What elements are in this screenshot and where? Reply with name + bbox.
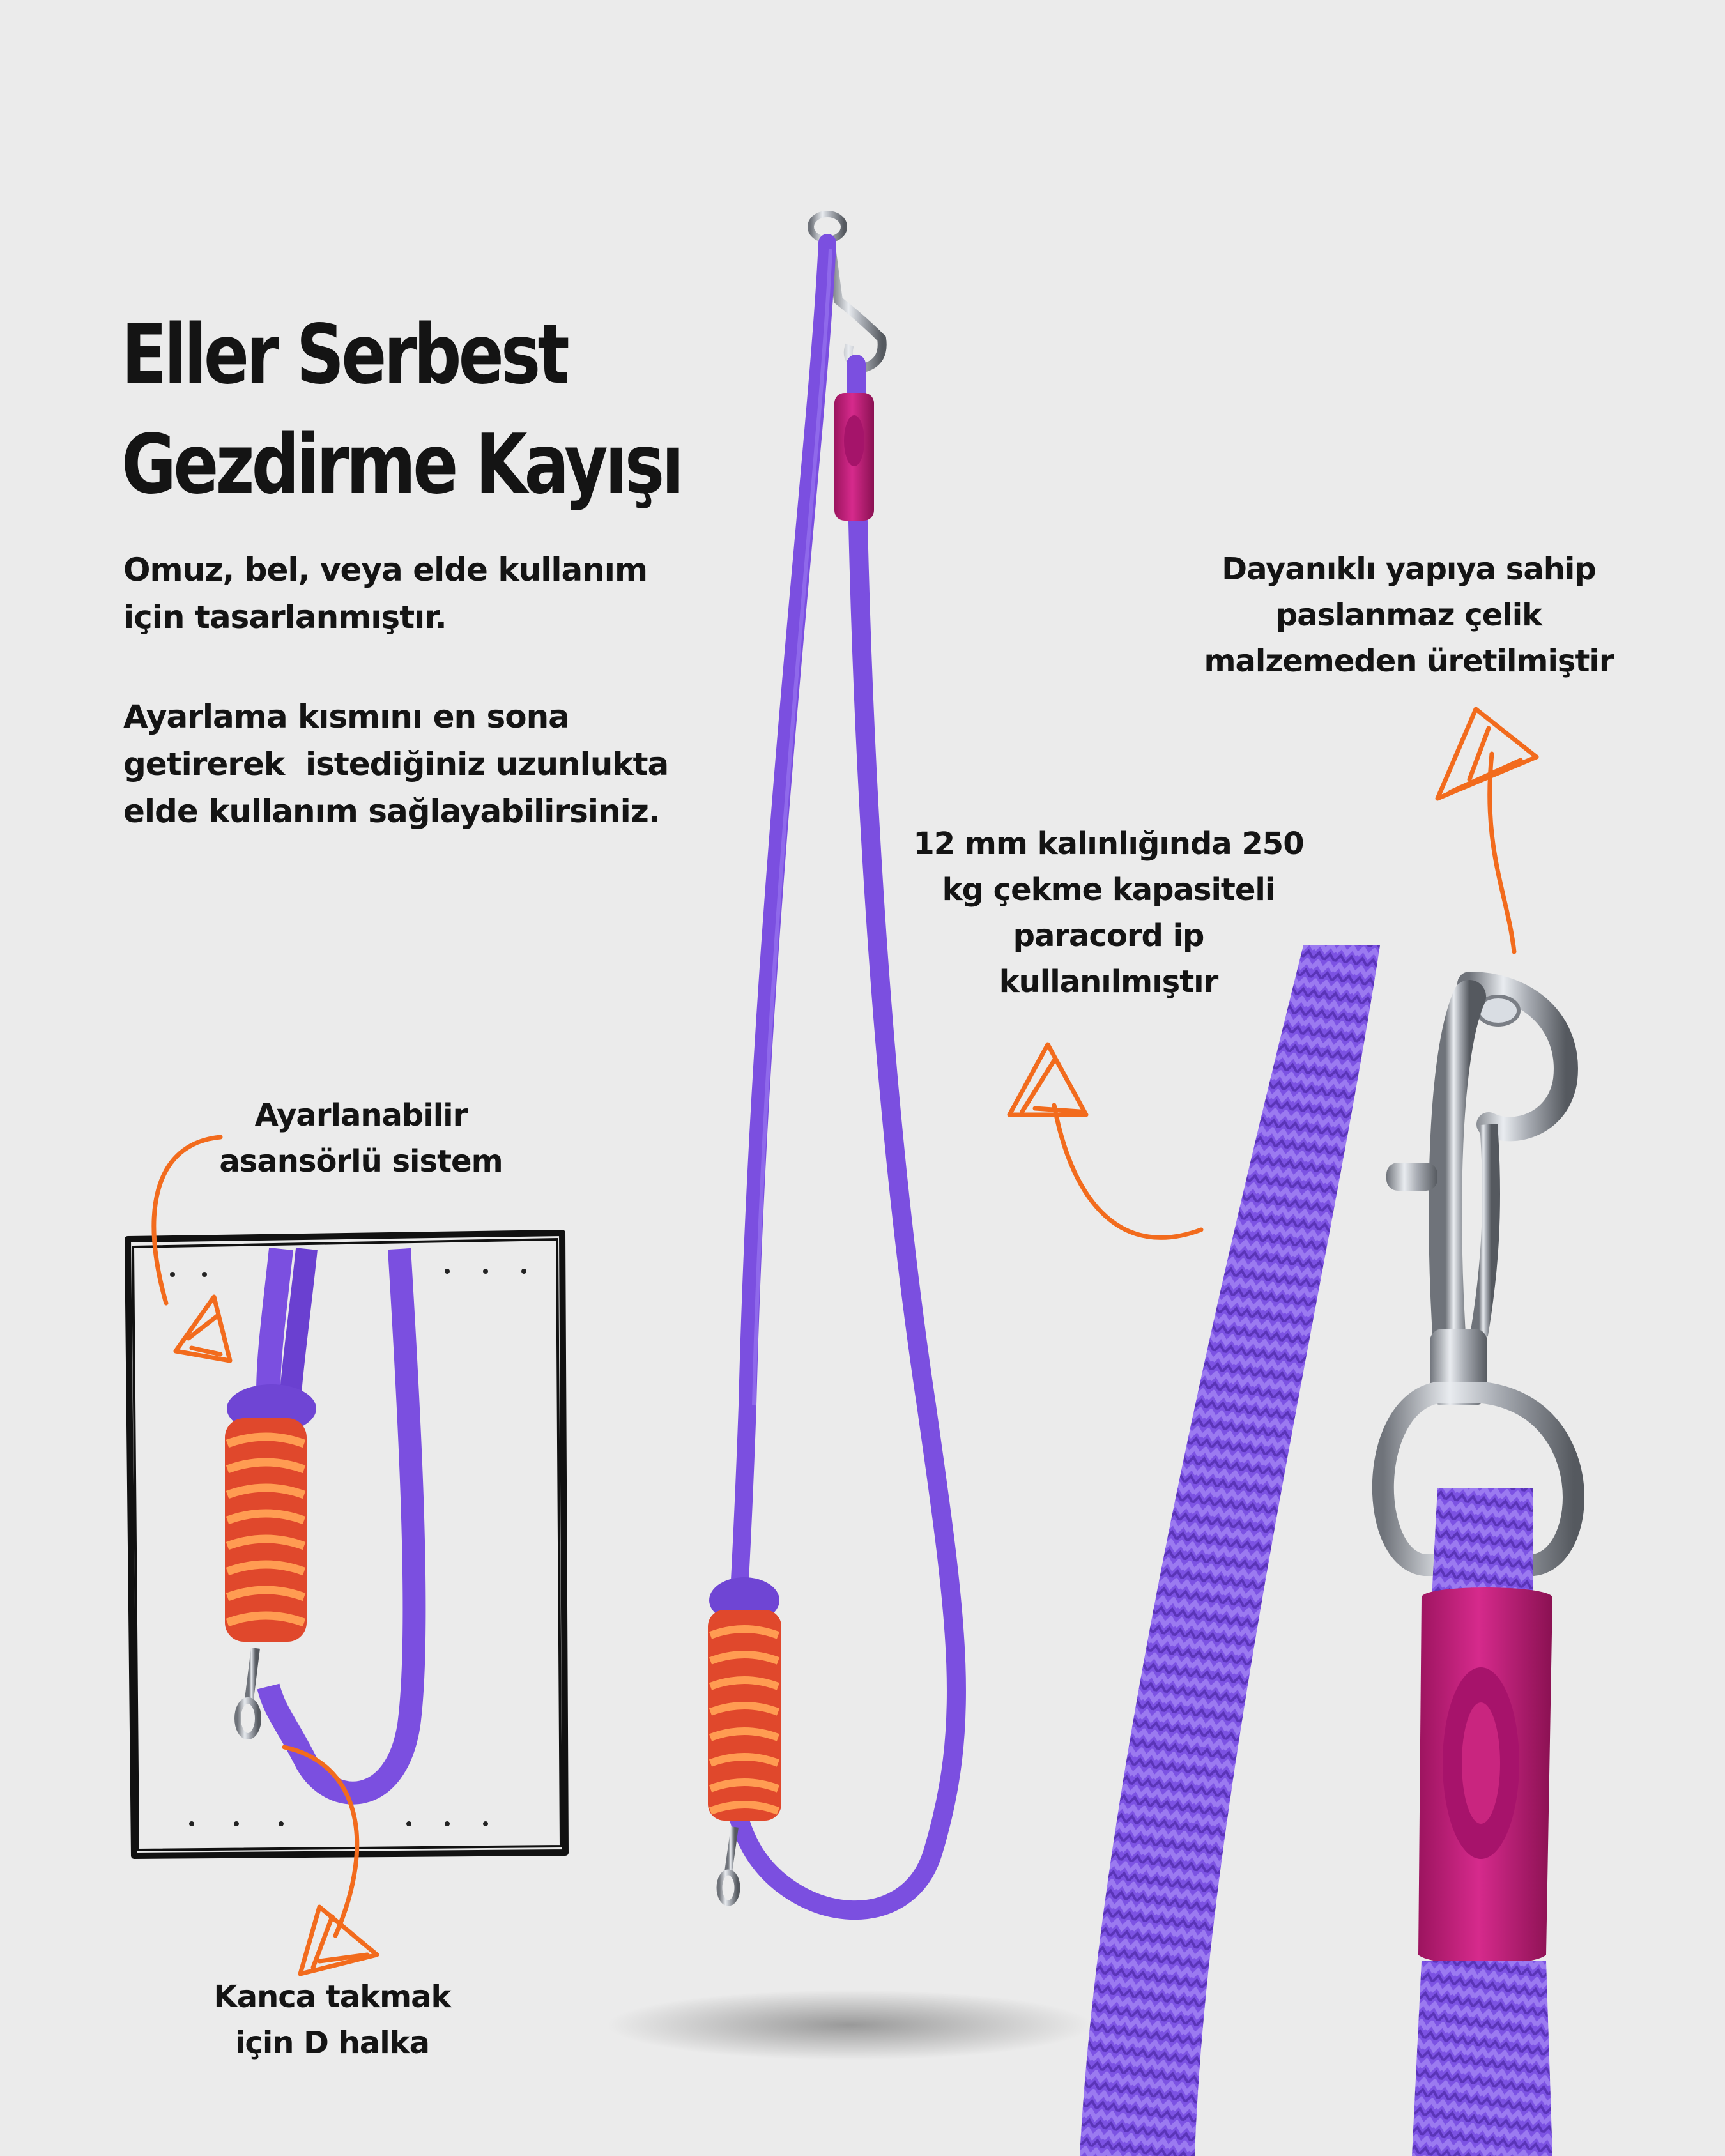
- rope-callout-line-3: paracord ip: [1013, 918, 1205, 954]
- steel-callout: Dayanıklı yapıya sahip paslanmaz çelik m…: [1176, 546, 1642, 684]
- steel-callout-line-3: malzemeden üretilmiştir: [1204, 643, 1614, 679]
- leash-main-image: [607, 211, 1092, 2060]
- rope-callout-line-4: kullanılmıştır: [999, 964, 1219, 1000]
- adjust-line-2: getirerek istediğiniz uzunlukta: [123, 745, 669, 783]
- snap-hook-closeup-image: [1372, 972, 1584, 2156]
- adjustable-callout: Ayarlanabilir asansörlü sistem: [195, 1092, 527, 1184]
- usage-line-2: için tasarlanmıştır.: [123, 599, 447, 636]
- adjust-line-1: Ayarlama kısmını en sona: [123, 698, 570, 735]
- adjust-line-3: elde kullanım sağlayabilirsiniz.: [123, 793, 661, 830]
- rope-callout-line-1: 12 mm kalınlığında 250: [913, 826, 1304, 862]
- d-ring-callout: Kanca takmak için D halka: [188, 1974, 476, 2066]
- rope-callout-line-2: kg çekme kapasiteli: [942, 872, 1276, 908]
- page-title: Eller Serbest Gezdirme Kayışı: [121, 300, 684, 520]
- title-line-2: Gezdirme Kayışı: [121, 417, 684, 512]
- adjustable-callout-line-1: Ayarlanabilir: [254, 1097, 468, 1133]
- cobra-weave-wrap: [708, 1610, 781, 1821]
- adjust-description: Ayarlama kısmını en sona getirerek isted…: [123, 693, 669, 835]
- adjustable-callout-line-2: asansörlü sistem: [219, 1143, 503, 1179]
- orange-arrows: [151, 707, 1539, 1976]
- d-ring-callout-line-1: Kanca takmak: [213, 1979, 452, 2015]
- adjuster-detail-frame: [125, 1230, 569, 1859]
- steel-callout-line-1: Dayanıklı yapıya sahip: [1222, 551, 1596, 587]
- rope-callout: 12 mm kalınlığında 250 kg çekme kapasite…: [907, 821, 1310, 1005]
- title-line-1: Eller Serbest: [121, 307, 570, 402]
- d-ring-callout-line-2: için D halka: [234, 2025, 430, 2061]
- steel-callout-line-2: paslanmaz çelik: [1275, 597, 1542, 633]
- rope-closeup-image: [1080, 945, 1380, 2156]
- usage-line-1: Omuz, bel, veya elde kullanım: [123, 551, 648, 588]
- usage-description: Omuz, bel, veya elde kullanım için tasar…: [123, 546, 648, 641]
